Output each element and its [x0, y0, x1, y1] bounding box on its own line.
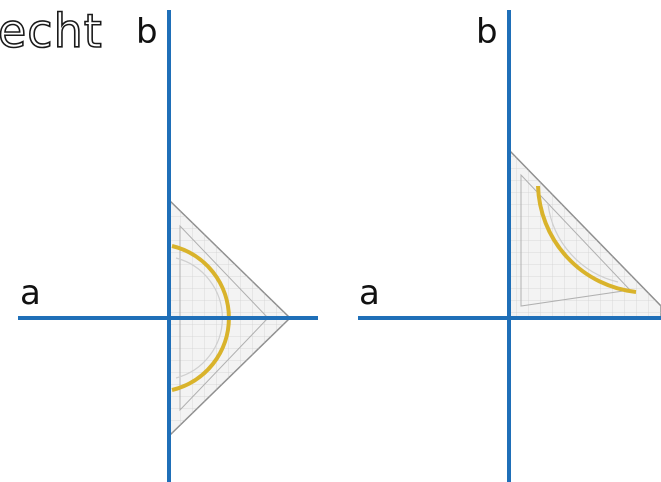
label-a-right: a [359, 273, 380, 313]
label-a-left: a [20, 273, 41, 313]
label-b-right: b [476, 12, 498, 52]
right-figure [358, 10, 661, 482]
title-fragment: echt [0, 3, 103, 59]
right-set-square-icon [508, 148, 661, 319]
left-figure [18, 10, 318, 482]
label-b-left: b [136, 12, 158, 52]
